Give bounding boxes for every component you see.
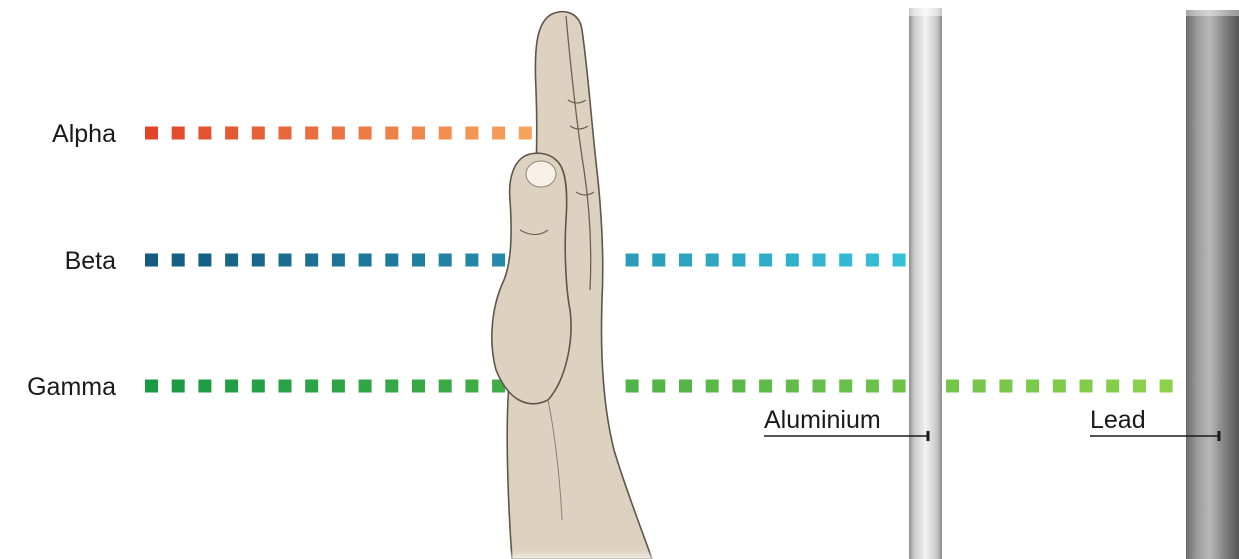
lead-sheet bbox=[1186, 10, 1239, 559]
gamma-ray-dot bbox=[946, 379, 959, 393]
lead-leader-line bbox=[1090, 431, 1221, 441]
alpha-label: Alpha bbox=[52, 120, 116, 148]
alpha-ray-dot bbox=[465, 126, 479, 140]
beta-ray-dot bbox=[892, 253, 906, 267]
alpha-ray-dot bbox=[438, 126, 452, 140]
alpha-ray-dot bbox=[278, 126, 292, 140]
gamma-ray bbox=[145, 379, 1173, 393]
lead-label: Lead bbox=[1090, 406, 1146, 434]
alpha-ray-dot bbox=[198, 126, 212, 140]
beta-ray-dot bbox=[679, 253, 692, 267]
gamma-ray-dot bbox=[1052, 379, 1066, 393]
gamma-ray-dot bbox=[679, 379, 692, 393]
alpha-ray-dot bbox=[412, 126, 425, 140]
beta-ray-dot bbox=[465, 253, 479, 267]
gamma-ray-dot bbox=[865, 379, 879, 393]
gamma-ray-dot bbox=[225, 379, 239, 393]
beta-ray-dot bbox=[812, 253, 826, 267]
gamma-ray-dot bbox=[198, 379, 212, 393]
alpha-ray bbox=[145, 126, 532, 140]
gamma-ray-dot bbox=[1159, 379, 1173, 393]
gamma-label: Gamma bbox=[27, 373, 116, 401]
beta-ray-dot bbox=[331, 253, 345, 267]
beta-ray-dot bbox=[705, 253, 719, 267]
gamma-ray-dot bbox=[839, 379, 853, 393]
beta-ray-dot bbox=[145, 253, 158, 267]
aluminium-sheet bbox=[909, 8, 942, 559]
beta-ray-dot bbox=[625, 253, 639, 267]
gamma-ray-dot bbox=[652, 379, 666, 393]
gamma-ray-dot bbox=[1026, 379, 1040, 393]
alpha-ray-dot bbox=[305, 126, 319, 140]
beta-label: Beta bbox=[65, 247, 117, 275]
beta-ray bbox=[145, 253, 906, 267]
beta-ray-dot bbox=[171, 253, 185, 267]
gamma-ray-dot bbox=[972, 379, 986, 393]
gamma-ray-dot bbox=[625, 379, 639, 393]
gamma-ray-dot bbox=[145, 379, 158, 393]
gamma-ray-dot bbox=[278, 379, 292, 393]
beta-ray-dot bbox=[385, 253, 399, 267]
beta-ray-dot bbox=[198, 253, 212, 267]
alpha-ray-dot bbox=[171, 126, 185, 140]
gamma-ray-dot bbox=[358, 379, 372, 393]
alpha-ray-dot bbox=[145, 126, 158, 140]
beta-ray-dot bbox=[652, 253, 666, 267]
gamma-ray-dot bbox=[385, 379, 399, 393]
beta-ray-dot bbox=[759, 253, 773, 267]
gamma-ray-dot bbox=[305, 379, 319, 393]
beta-ray-dot bbox=[251, 253, 265, 267]
alpha-ray-dot bbox=[358, 126, 372, 140]
gamma-ray-dot bbox=[759, 379, 773, 393]
gamma-ray-dot bbox=[1132, 379, 1146, 393]
gamma-ray-dot bbox=[812, 379, 826, 393]
gamma-ray-dot bbox=[251, 379, 265, 393]
aluminium-label: Aluminium bbox=[764, 406, 881, 434]
gamma-ray-dot bbox=[705, 379, 719, 393]
gamma-ray-dot bbox=[1079, 379, 1093, 393]
alpha-ray-dot bbox=[251, 126, 265, 140]
alpha-ray-dot bbox=[518, 126, 532, 140]
beta-ray-dot bbox=[785, 253, 799, 267]
alpha-ray-dot bbox=[225, 126, 239, 140]
beta-ray-dot bbox=[305, 253, 319, 267]
beta-ray-dot bbox=[865, 253, 879, 267]
alpha-ray-dot bbox=[331, 126, 345, 140]
alpha-ray-dot bbox=[385, 126, 399, 140]
gamma-ray-dot bbox=[999, 379, 1013, 393]
gamma-ray-dot bbox=[331, 379, 345, 393]
beta-ray-dot bbox=[839, 253, 853, 267]
beta-ray-dot bbox=[278, 253, 292, 267]
gamma-ray-dot bbox=[785, 379, 799, 393]
beta-ray-dot bbox=[492, 253, 506, 267]
beta-ray-dot bbox=[358, 253, 372, 267]
gamma-ray-dot bbox=[892, 379, 906, 393]
hand-illustration bbox=[480, 10, 680, 559]
gamma-ray-dot bbox=[412, 379, 425, 393]
beta-ray-dot bbox=[412, 253, 425, 267]
gamma-ray-dot bbox=[465, 379, 479, 393]
gamma-ray-dot bbox=[732, 379, 746, 393]
gamma-ray-dot bbox=[171, 379, 185, 393]
gamma-ray-dot bbox=[1106, 379, 1120, 393]
aluminium-leader-line bbox=[764, 431, 930, 441]
alpha-ray-dot bbox=[492, 126, 506, 140]
beta-ray-dot bbox=[732, 253, 746, 267]
beta-ray-dot bbox=[225, 253, 239, 267]
gamma-ray-dot bbox=[438, 379, 452, 393]
beta-ray-dot bbox=[438, 253, 452, 267]
